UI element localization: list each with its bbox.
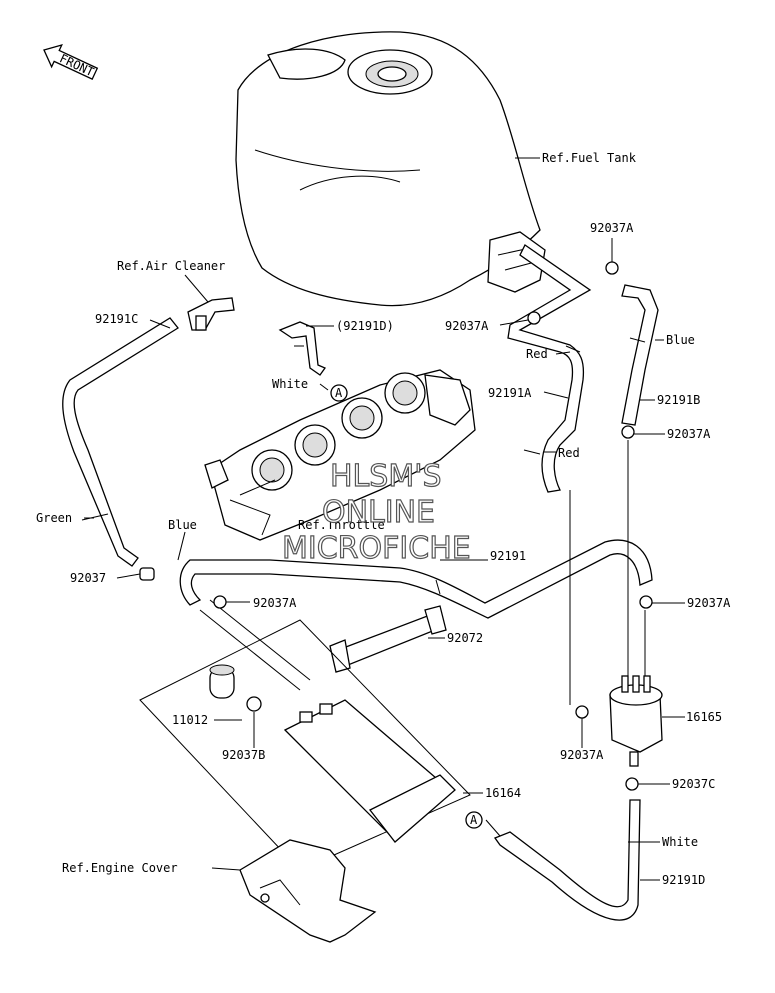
hose-92191d: [493, 799, 641, 921]
label-16164: 16164: [485, 786, 521, 800]
canister-bracket-outline: [139, 619, 471, 871]
ref-a-circle-top: [330, 384, 348, 402]
label-16165: 16165: [686, 710, 722, 724]
clamp-92037: [139, 567, 155, 581]
hose-92191b: [621, 284, 659, 426]
clamp-92037a-5: [639, 595, 653, 609]
hose-white-top: [278, 321, 326, 376]
label-blue-left: Blue: [168, 518, 197, 532]
clamp-92037a-1: [605, 261, 619, 275]
strap-92072: [337, 614, 442, 666]
hose-92191c: [62, 317, 179, 567]
sleeve-11012: [209, 664, 235, 699]
label-92191a: 92191A: [488, 386, 532, 400]
canister-16164: [283, 699, 456, 843]
engine-cover: [239, 839, 377, 943]
label-white-top: White: [272, 377, 308, 391]
clamp-92037c: [625, 777, 639, 791]
label-throttle: Ref.Throttle: [298, 518, 385, 532]
clamp-92037b: [246, 696, 262, 712]
label-92191d: 92191D: [662, 873, 705, 887]
label-92037a-5: 92037A: [687, 596, 731, 610]
label-white-bottom: White: [662, 835, 698, 849]
clamp-92037a-4: [213, 595, 227, 609]
hose-92191: [179, 539, 653, 619]
label-11012: 11012: [172, 713, 208, 727]
label-92037a-2: 92037A: [445, 319, 489, 333]
watermark-line3: MICROFICHE: [282, 531, 471, 566]
watermark-line1: HLSM'S: [330, 459, 442, 494]
label-92037b: 92037B: [222, 748, 265, 762]
label-ref-a-top: A: [335, 386, 343, 400]
label-92037c: 92037C: [672, 777, 715, 791]
fuel-tank: [235, 31, 546, 307]
label-92037a-6: 92037A: [560, 748, 604, 762]
label-fuel-tank: Ref.Fuel Tank: [542, 151, 637, 165]
label-92191d-paren: (92191D): [336, 319, 394, 333]
fuel-filter-16165: [609, 675, 663, 767]
air-cleaner-fitting: [187, 297, 235, 331]
label-92191: 92191: [490, 549, 526, 563]
label-red-1: Red: [526, 347, 548, 361]
label-92191b: 92191B: [657, 393, 700, 407]
label-ref-a-bottom: A: [470, 813, 478, 827]
label-air-cleaner: Ref.Air Cleaner: [117, 259, 225, 273]
clamp-92037a-6: [575, 705, 589, 719]
clamp-92037a-2: [527, 311, 541, 325]
watermark-line2: ONLINE: [322, 495, 435, 530]
label-blue-right: Blue: [666, 333, 695, 347]
label-92037: 92037: [70, 571, 106, 585]
clamp-92037a-3: [621, 425, 635, 439]
throttle-body: [204, 369, 476, 541]
label-92037a-3: 92037A: [667, 427, 711, 441]
ref-a-circle-bottom: [465, 811, 483, 829]
front-arrow-label: FRONT: [57, 51, 96, 79]
label-92072: 92072: [447, 631, 483, 645]
label-92191c: 92191C: [95, 312, 138, 326]
label-engine-cover: Ref.Engine Cover: [62, 861, 178, 875]
label-red-2: Red: [558, 446, 580, 460]
front-arrow-icon: FRONT: [43, 44, 99, 80]
hose-92191a: [507, 244, 592, 493]
label-92037a-1: 92037A: [590, 221, 634, 235]
label-92037a-4: 92037A: [253, 596, 297, 610]
label-green: Green: [36, 511, 72, 525]
